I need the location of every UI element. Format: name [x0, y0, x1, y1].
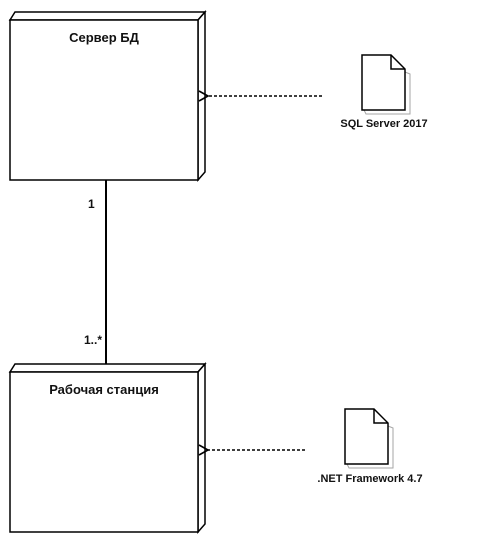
node-db-server-top-face: [8, 11, 207, 21]
artifact-sql-server[interactable]: SQL Server 2017: [340, 54, 428, 130]
node-db-server-front-face: [9, 19, 199, 181]
document-icon: [344, 408, 394, 469]
artifact-dotnet-label: .NET Framework 4.7: [317, 473, 422, 485]
node-db-server[interactable]: Сервер БД: [8, 10, 207, 182]
node-db-server-side-face: [197, 10, 206, 182]
node-workstation-front-face: [9, 371, 199, 533]
association-source-multiplicity: 1: [88, 197, 95, 211]
node-workstation-side-face: [197, 362, 206, 534]
artifact-dotnet[interactable]: .NET Framework 4.7: [317, 408, 423, 485]
node-workstation-title: Рабочая станция: [49, 382, 159, 397]
document-icon: [361, 54, 411, 115]
node-db-server-title: Сервер БД: [69, 30, 140, 45]
association-target-multiplicity: 1..*: [84, 333, 102, 347]
artifact-sql-server-label: SQL Server 2017: [340, 118, 427, 130]
node-workstation[interactable]: Рабочая станция: [8, 362, 207, 534]
node-workstation-top-face: [8, 363, 207, 373]
